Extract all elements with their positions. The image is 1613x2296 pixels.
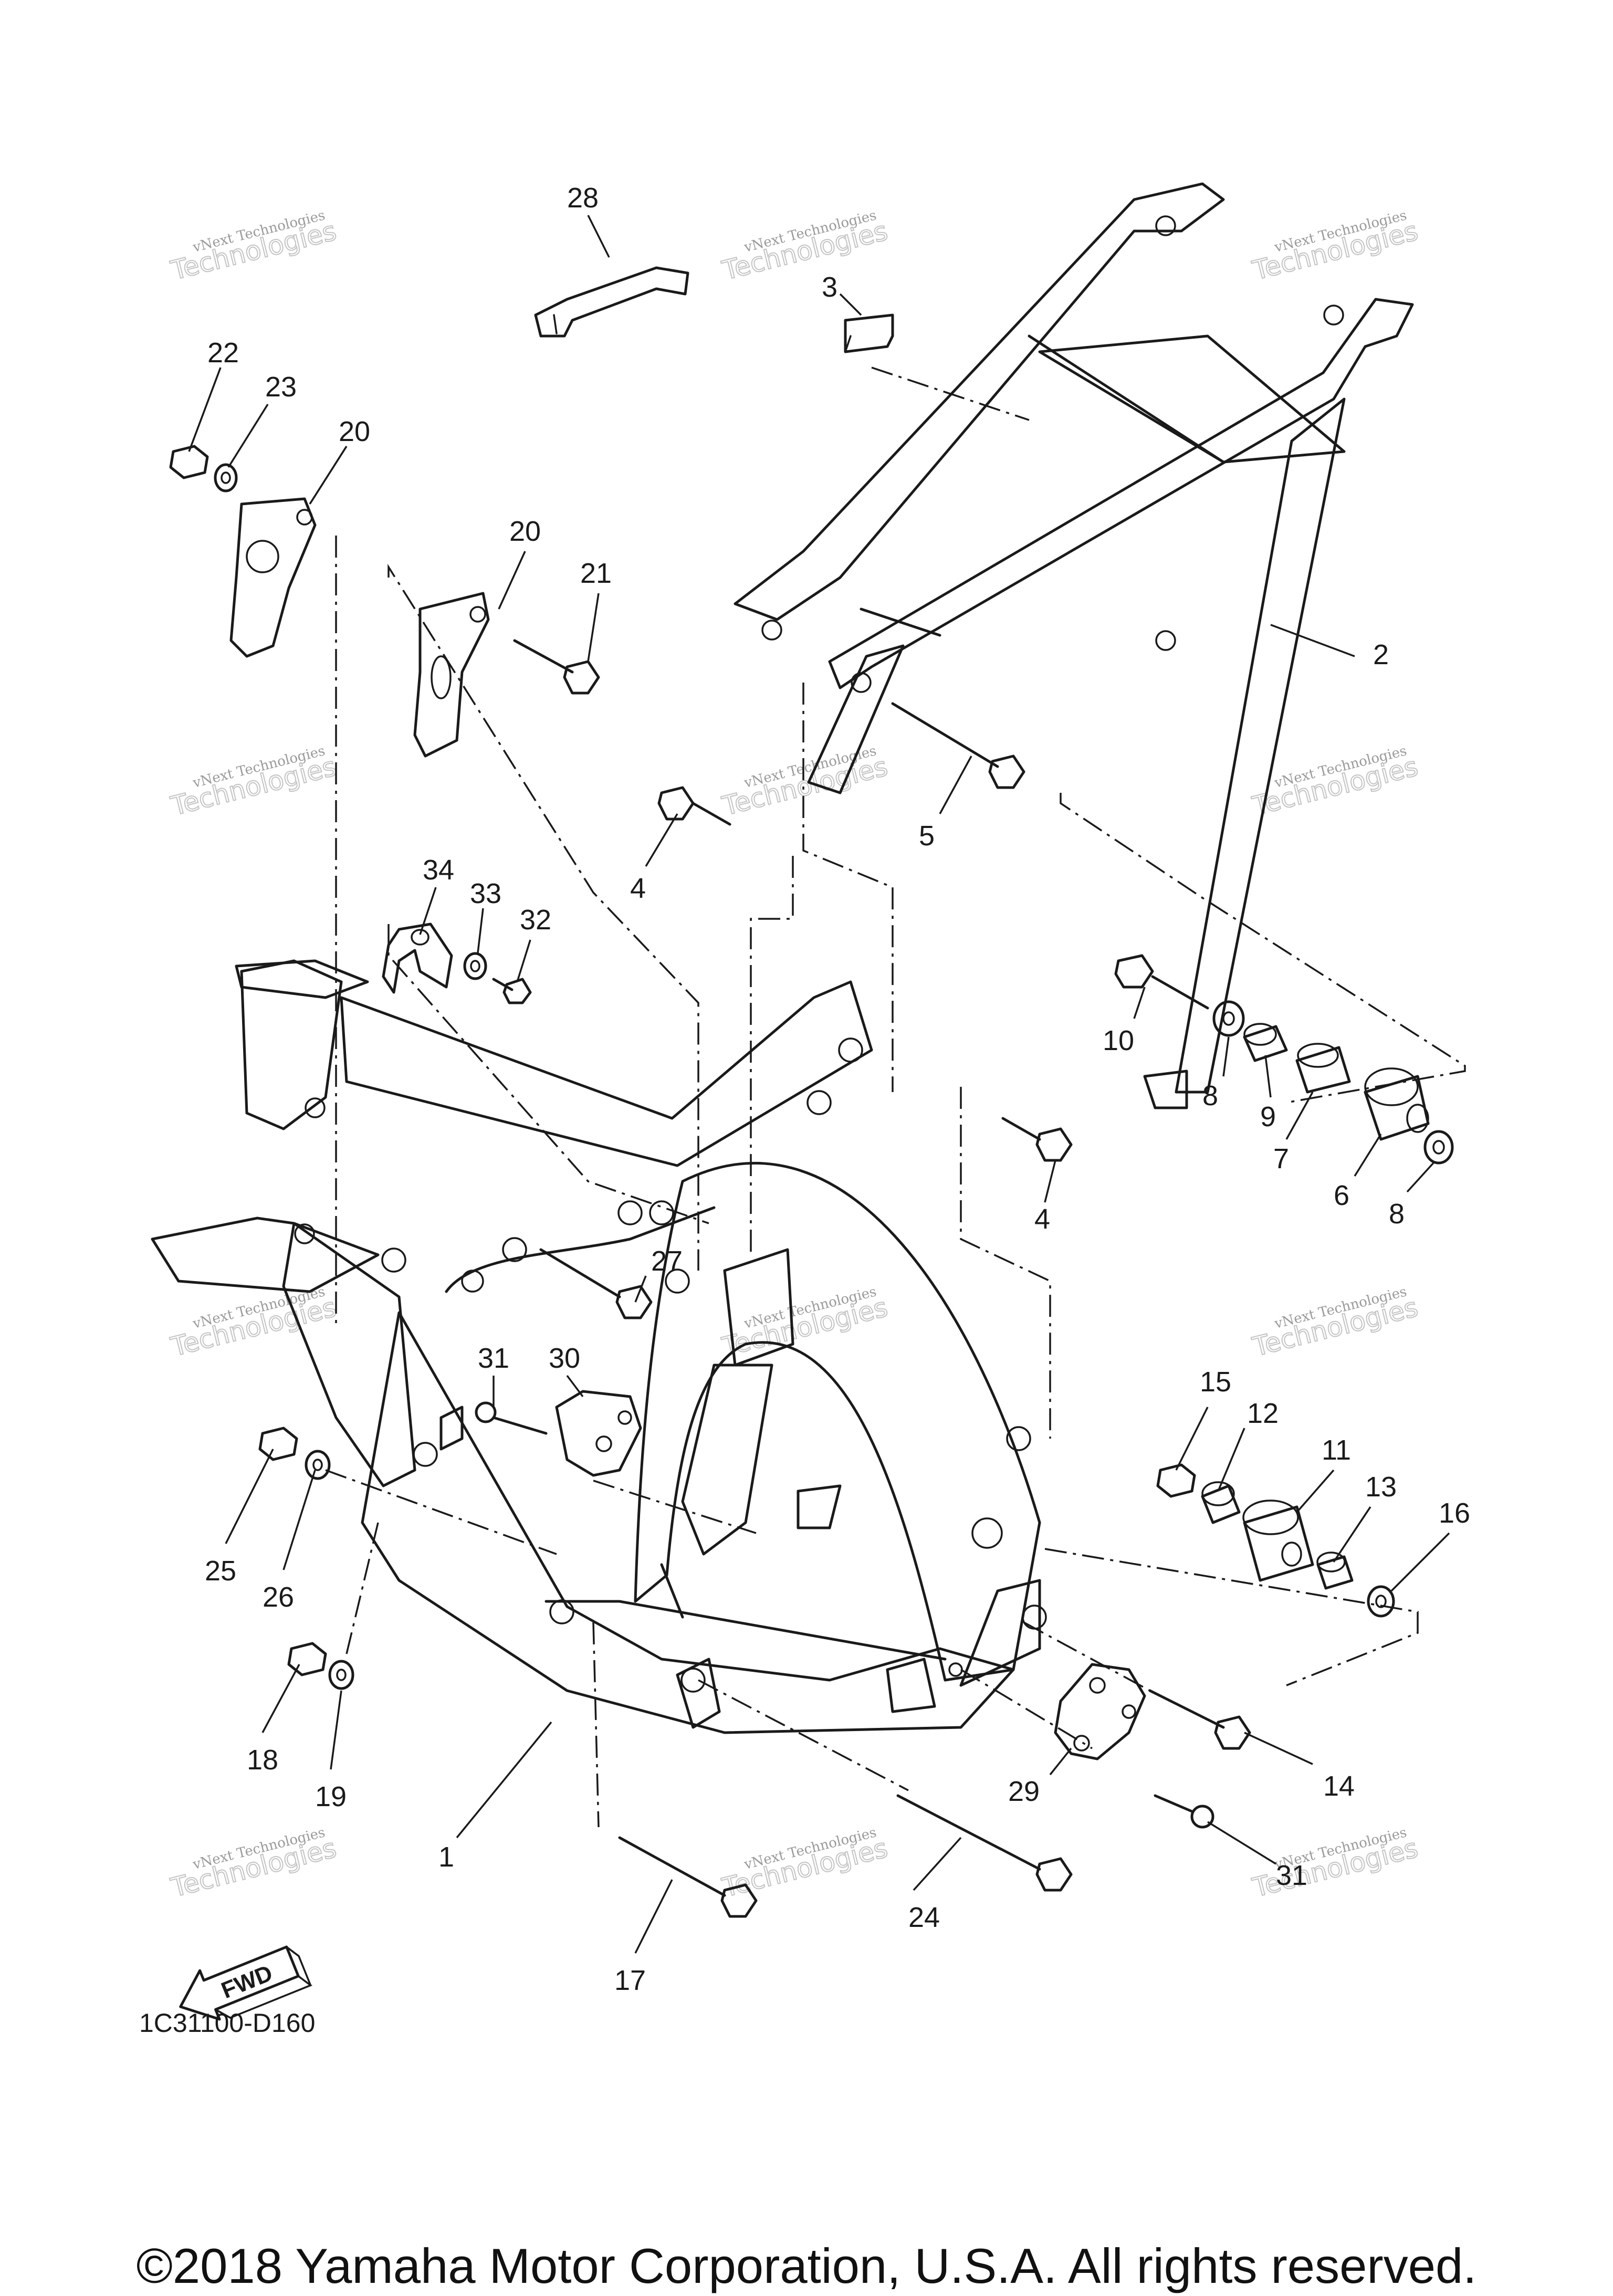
callout-20: 20	[509, 516, 541, 547]
callout-25: 25	[205, 1555, 236, 1587]
callout-8: 8	[1389, 1198, 1405, 1230]
callout-13: 13	[1365, 1471, 1397, 1503]
callout-5: 5	[919, 820, 935, 852]
callout-12: 12	[1247, 1398, 1279, 1429]
leader-lines	[188, 215, 1450, 1954]
part-28-tool	[534, 266, 689, 338]
part-23-washer	[214, 463, 238, 492]
callout-14: 14	[1323, 1770, 1355, 1802]
copyright-notice: ©2018 Yamaha Motor Corporation, U.S.A. A…	[136, 2238, 1477, 2293]
callout-33: 33	[470, 878, 501, 909]
part-9-collar	[1243, 1023, 1288, 1062]
part-14-bolt	[1148, 1689, 1251, 1750]
callout-3: 3	[822, 271, 837, 303]
part-2-rear-subframe	[734, 182, 1414, 1109]
part-24-bolt	[896, 1794, 1073, 1892]
callout-21: 21	[580, 558, 612, 589]
part-27-bolt	[539, 1248, 653, 1319]
callout-10: 10	[1103, 1025, 1134, 1056]
part-4-bolt-upper	[657, 786, 731, 826]
part-29-bracket	[1054, 1663, 1146, 1760]
callout-15: 15	[1200, 1366, 1231, 1398]
callout-16: 16	[1439, 1497, 1470, 1529]
callout-34: 34	[423, 854, 454, 886]
callouts: 28 3 22 23 20 20 21 2 5 4 34 33 32 10 8 …	[205, 182, 1470, 1996]
callout-17: 17	[614, 1965, 646, 1996]
part-21-bolt	[513, 639, 600, 695]
callout-7: 7	[1273, 1143, 1289, 1175]
part-31-bolt-upper	[475, 1401, 548, 1435]
callout-30: 30	[549, 1343, 580, 1374]
callout-24: 24	[908, 1902, 940, 1933]
part-31-bolt-lower	[1154, 1794, 1214, 1829]
part-8-washer-lower	[1423, 1130, 1454, 1165]
part-17-bolt	[618, 1836, 758, 1918]
callout-31: 31	[478, 1343, 509, 1374]
callout-23: 23	[265, 371, 297, 403]
part-16-washer	[1367, 1585, 1395, 1618]
part-11-bushing	[1242, 1500, 1314, 1582]
part-13-collar	[1316, 1551, 1354, 1590]
part-25-nut	[258, 1427, 298, 1461]
part-26-washer	[305, 1450, 331, 1480]
callout-29: 29	[1008, 1776, 1040, 1807]
part-18-nut	[287, 1642, 327, 1676]
part-8-washer-upper	[1212, 1000, 1245, 1037]
callout-28: 28	[567, 182, 599, 214]
part-33-washer	[463, 952, 487, 980]
part-4-bolt-lower	[1001, 1117, 1073, 1162]
callout-20: 20	[339, 416, 370, 447]
part-10-bolt	[1114, 954, 1209, 1010]
callout-6: 6	[1334, 1180, 1349, 1211]
part-22-nut	[169, 445, 209, 479]
callout-27: 27	[651, 1245, 683, 1277]
part-7-collar	[1295, 1043, 1351, 1094]
callout-18: 18	[247, 1744, 278, 1776]
callout-8: 8	[1202, 1080, 1218, 1112]
part-12-collar	[1201, 1481, 1241, 1524]
assembly-lines	[325, 366, 1466, 1828]
callout-1: 1	[438, 1841, 454, 1873]
callout-11: 11	[1322, 1434, 1351, 1466]
part-20-engine-bracket-left	[229, 497, 317, 658]
callout-9: 9	[1260, 1101, 1276, 1133]
part-19-washer	[328, 1660, 354, 1690]
part-34-clamp	[382, 922, 453, 994]
callout-32: 32	[520, 904, 551, 936]
part-1-main-frame	[151, 959, 1047, 1734]
callout-31: 31	[1276, 1860, 1307, 1891]
callout-26: 26	[263, 1581, 294, 1613]
part-15-nut	[1156, 1463, 1196, 1498]
diagram-code: 1C31100-D160	[139, 2008, 315, 2038]
callout-2: 2	[1373, 639, 1389, 670]
part-3-block	[844, 313, 894, 353]
part-5-bolt	[891, 702, 1025, 789]
part-20-engine-bracket-right	[413, 592, 490, 758]
callout-4: 4	[630, 873, 646, 904]
callout-22: 22	[207, 337, 239, 369]
callout-4: 4	[1034, 1203, 1050, 1235]
part-6-bushing	[1364, 1067, 1430, 1141]
part-32-bolt	[492, 978, 532, 1004]
callout-19: 19	[315, 1781, 347, 1812]
part-30-bracket	[555, 1390, 642, 1477]
